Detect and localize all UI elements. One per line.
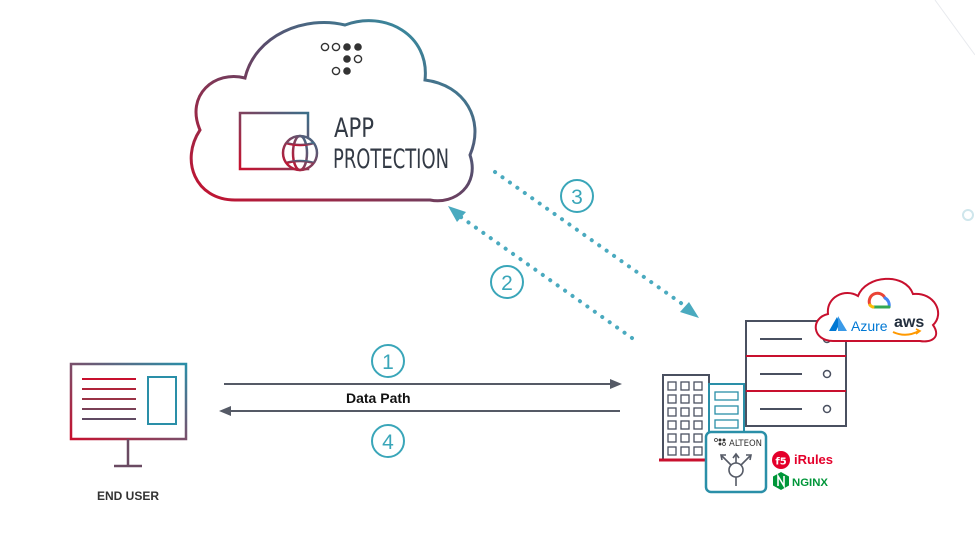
step-badge-2: 2 <box>490 265 524 299</box>
alteon-label: ALTEON <box>729 439 762 449</box>
alteon-appliance-card: ALTEON <box>704 430 768 494</box>
data-path-label: Data Path <box>346 390 411 406</box>
dotted-arrow-to-cloud <box>448 206 634 340</box>
aws-smile-icon <box>892 330 920 336</box>
aws-label: aws <box>894 314 924 331</box>
svg-text:1: 1 <box>382 351 394 374</box>
f5-logo-icon: f5 <box>772 451 790 469</box>
dotted-arrow-from-cloud <box>493 170 699 318</box>
azure-icon <box>829 316 847 331</box>
public-cloud-providers-cloud: Azure aws <box>814 277 940 343</box>
data-path-request-arrow <box>224 379 622 389</box>
end-user-monitor-icon <box>69 362 188 468</box>
nginx-label: NGINX <box>792 477 829 489</box>
step-badge-3: 3 <box>560 179 594 213</box>
background-decoration <box>934 0 975 221</box>
nginx-logo-icon <box>773 472 789 490</box>
cloud-title-line1: APP <box>334 113 374 144</box>
brand-logo-icon <box>320 42 363 76</box>
google-cloud-icon <box>867 291 891 309</box>
load-balancer-icon <box>720 452 752 486</box>
azure-label: Azure <box>851 318 888 334</box>
alteon-logo-icon <box>714 438 726 446</box>
step-badge-4: 4 <box>371 424 405 458</box>
data-path-response-arrow <box>219 406 620 416</box>
firewall-globe-icon <box>238 111 319 172</box>
svg-text:f5: f5 <box>775 457 786 468</box>
cloud-title-line2: PROTECTION <box>333 144 449 175</box>
svg-text:3: 3 <box>571 186 583 209</box>
end-user-label: END USER <box>97 489 159 503</box>
svg-text:4: 4 <box>382 431 394 454</box>
irules-label: iRules <box>794 452 833 467</box>
svg-text:2: 2 <box>501 272 513 295</box>
step-badge-1: 1 <box>371 344 405 378</box>
app-protection-cloud: APP PROTECTION <box>189 19 477 203</box>
